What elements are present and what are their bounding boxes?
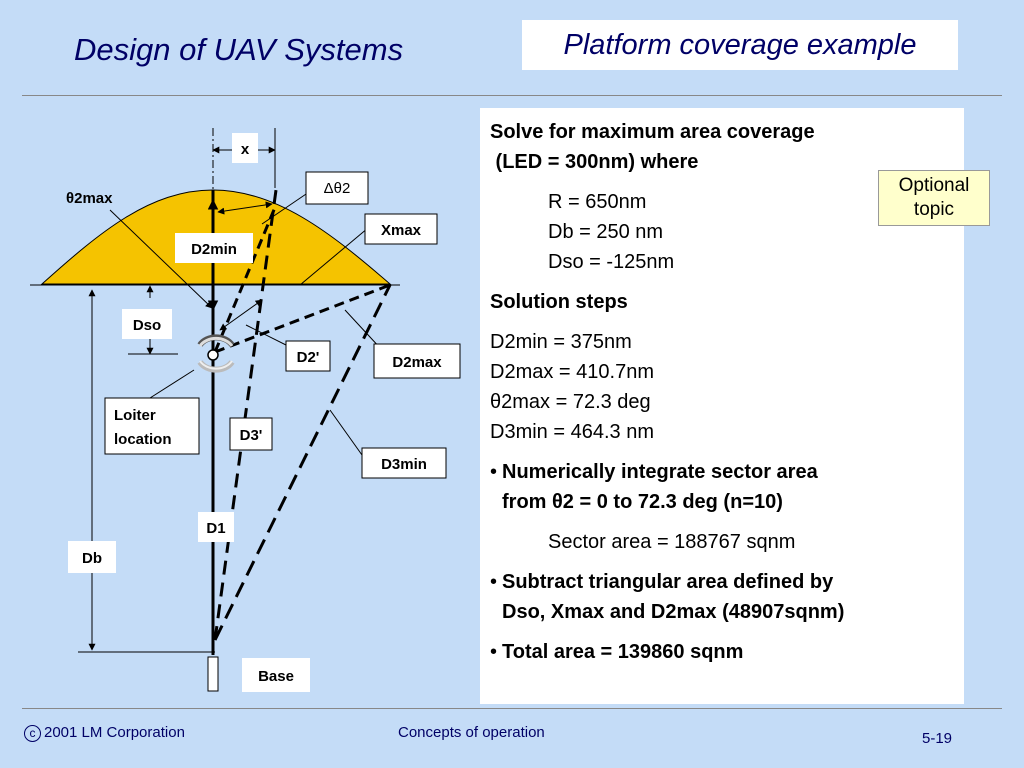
svg-text:D3min: D3min (381, 456, 427, 473)
loiter-label-box: Loiter location (104, 397, 200, 455)
svg-text:D2max: D2max (392, 354, 442, 371)
svg-text:Db: Db (82, 550, 102, 567)
given-dso: Dso = -125nm (548, 251, 675, 273)
bullet-total: • Total area = 139860 sqnm (490, 637, 954, 667)
d3prime-line (213, 189, 278, 641)
bullet-subtract: • Subtract triangular area defined by Ds… (490, 567, 954, 627)
d3prime-label-box: D3' (229, 417, 273, 451)
svg-text:D2': D2' (297, 349, 320, 366)
dtheta2-arrow (217, 201, 273, 215)
svg-text:Base: Base (258, 668, 294, 685)
bullet-integrate: • Numerically integrate sector area from… (490, 457, 954, 517)
steps-heading: Solution steps (490, 291, 628, 313)
bullet-dot: • (490, 641, 498, 663)
d3min-line (213, 284, 392, 641)
optional-line1: Optional (898, 175, 970, 196)
loiter-pointer (149, 369, 195, 399)
db-label-box: Db (68, 541, 116, 573)
d1-label-box: D1 (198, 512, 234, 542)
d2min-label-box: D2min (175, 233, 253, 263)
slide-title: Platform coverage example (522, 20, 958, 70)
optional-line2: topic (913, 199, 955, 220)
svg-text:location: location (114, 431, 172, 448)
given-r: R = 650nm (548, 191, 647, 213)
result-d2max: D2max = 410.7nm (490, 361, 654, 383)
bullet-integrate-line1: Numerically integrate sector area (502, 461, 818, 483)
d2prime-label-box: D2' (285, 340, 331, 372)
page-number: 5-19 (922, 730, 953, 747)
presentation-title: Design of UAV Systems (74, 32, 404, 67)
theta2max-pointer (109, 209, 213, 309)
d2prime-line (213, 204, 278, 353)
bullet-dot: • (490, 461, 498, 483)
optional-topic-note: Optional topic (878, 170, 990, 226)
copyright-text: 2001 LM Corporation (44, 724, 185, 741)
given-db: Db = 250 nm (548, 221, 664, 243)
svg-text:Δθ2: Δθ2 (324, 180, 351, 197)
svg-text:D1: D1 (206, 520, 225, 537)
copyright-icon: c (24, 725, 41, 742)
problem-heading-line1: Solve for maximum area coverage (490, 121, 815, 143)
base-marker (207, 656, 219, 692)
coverage-diagram: x Δθ2 θ2max Xmax D2min Dso D2' D2max Loi… (30, 128, 461, 692)
svg-text:Loiter: Loiter (114, 407, 156, 424)
xmax-label-box: Xmax (364, 213, 438, 245)
svg-text:D2min: D2min (191, 241, 237, 258)
footer-center: Concepts of operation (398, 724, 545, 741)
sector-area: Sector area = 188767 sqnm (548, 531, 796, 553)
dtheta2-pointer (261, 189, 313, 225)
bullet-dot: • (490, 571, 498, 593)
bullet-total-text: Total area = 139860 sqnm (502, 641, 744, 663)
d2max-pointer (344, 309, 383, 351)
footer-divider (22, 708, 1002, 709)
header-divider (22, 95, 1002, 96)
problem-heading-line2: (LED = 300nm) where (490, 151, 699, 173)
xmax-pointer (299, 227, 369, 286)
d3min-pointer (329, 409, 363, 456)
d3min-label-box: D3min (361, 447, 447, 479)
bullet-integrate-line2: from θ2 = 0 to 72.3 deg (n=10) (502, 491, 783, 513)
svg-text:x: x (241, 141, 250, 158)
d2prime-arrow (219, 299, 263, 331)
svg-text:Xmax: Xmax (381, 222, 422, 239)
x-label-box: x (232, 133, 258, 163)
svg-text:D3': D3' (240, 427, 263, 444)
base-label-box: Base (242, 658, 310, 692)
bullet-subtract-line2: Dso, Xmax and D2max (48907sqnm) (502, 601, 845, 623)
loiter-symbol (197, 334, 235, 373)
result-d2min: D2min = 375nm (490, 331, 632, 353)
dso-label-box: Dso (122, 309, 172, 339)
result-theta2max: θ2max = 72.3 deg (490, 391, 651, 413)
svg-text:Dso: Dso (133, 317, 161, 334)
result-d3min: D3min = 464.3 nm (490, 421, 654, 443)
bullet-subtract-line1: Subtract triangular area defined by (502, 571, 834, 593)
theta2max-label: θ2max (66, 190, 113, 207)
dtheta2-label-box: Δθ2 (305, 171, 369, 205)
d2max-label-box: D2max (373, 343, 461, 379)
